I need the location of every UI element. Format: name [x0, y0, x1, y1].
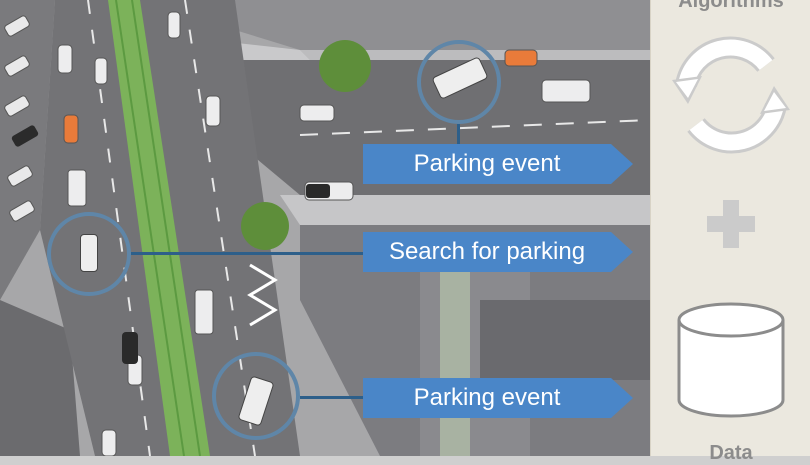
- road-marking: [247, 263, 278, 327]
- tree: [241, 202, 289, 250]
- sidewalk: [280, 195, 650, 225]
- banner-label: Search for parking: [388, 238, 586, 265]
- car-searching: [80, 234, 98, 272]
- highlight-ring-parking-bottom: [212, 352, 300, 440]
- algorithms-label: Algorithms: [678, 0, 784, 12]
- connector-line: [300, 396, 363, 399]
- parking-event-banner-top: Parking event: [363, 144, 633, 184]
- tree: [319, 40, 371, 92]
- search-for-parking-banner: Search for parking: [363, 232, 633, 272]
- banner-label: Parking event: [413, 150, 561, 177]
- database-cylinder-icon: [677, 302, 785, 418]
- refresh-cycle-icon: [672, 36, 790, 154]
- building-block: [235, 0, 650, 50]
- process-sidebar: Algorithms Data: [650, 0, 810, 464]
- plus-icon: [707, 200, 755, 248]
- connector-line: [131, 252, 363, 255]
- data-label: Data: [709, 442, 753, 464]
- banner-label: Parking event: [413, 384, 561, 411]
- highlight-ring-searching-car: [47, 212, 131, 296]
- parking-event-banner-bottom: Parking event: [363, 378, 633, 418]
- highlight-ring-parking-top: [417, 40, 501, 124]
